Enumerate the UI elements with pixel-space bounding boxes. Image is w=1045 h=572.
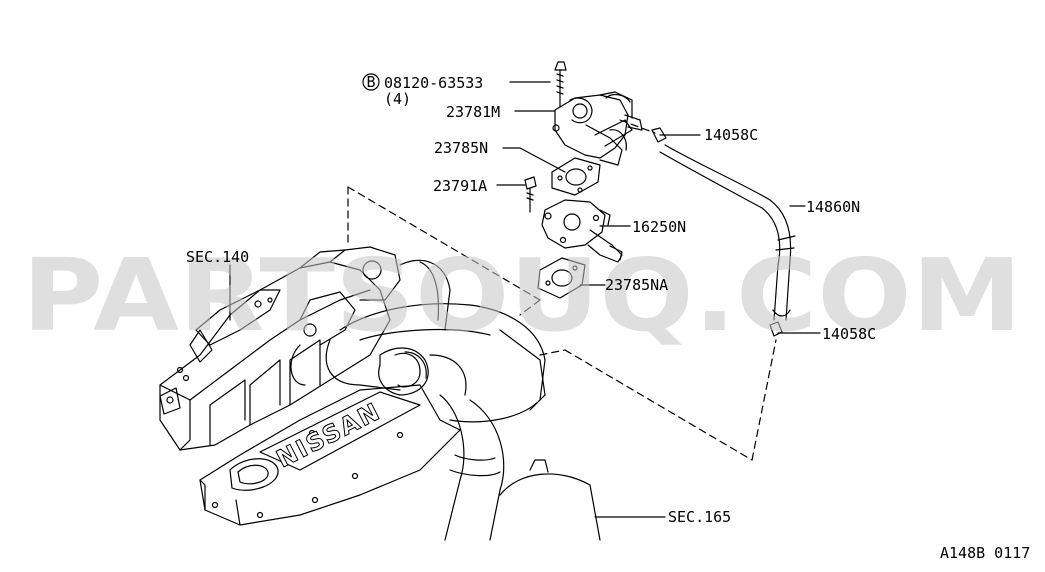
callout-gasket-lower: 23785NA	[605, 276, 668, 294]
callout-bolt-qty: (4)	[384, 90, 411, 108]
engine-cover-drawing	[159, 246, 461, 526]
callout-clamp-upper: 14058C	[704, 126, 758, 144]
phantom-lines	[347, 99, 777, 461]
leader-lines	[229, 81, 821, 518]
screw-23791a-drawing	[524, 176, 537, 206]
callout-screw: 23791A	[433, 177, 487, 195]
figure-code: A148B 0117	[940, 544, 1030, 562]
callout-bolt-part: 08120-63533	[384, 74, 483, 92]
engine-badge-text: NISSAN	[272, 397, 386, 473]
watermark-text: PARTSOUQ.COM	[22, 237, 1022, 354]
callout-valve: 23781M	[446, 103, 500, 121]
intake-duct-drawing	[325, 259, 601, 541]
valve-23781m-drawing	[552, 61, 643, 166]
callout-section-engine: SEC.140	[186, 248, 249, 266]
callout-aac-valve: 16250N	[632, 218, 686, 236]
callout-gasket-upper: 23785N	[434, 139, 488, 157]
callout-section-intake: SEC.165	[668, 508, 731, 526]
gasket-23785n-drawing	[551, 157, 601, 196]
callout-hose: 14860N	[806, 198, 860, 216]
bolt-symbol-circle	[362, 73, 380, 91]
callout-clamp-lower: 14058C	[822, 325, 876, 343]
aac-valve-16250n-drawing	[541, 199, 623, 263]
bolt-symbol-letter: B	[366, 73, 375, 91]
hose-14860n-drawing	[651, 127, 796, 337]
